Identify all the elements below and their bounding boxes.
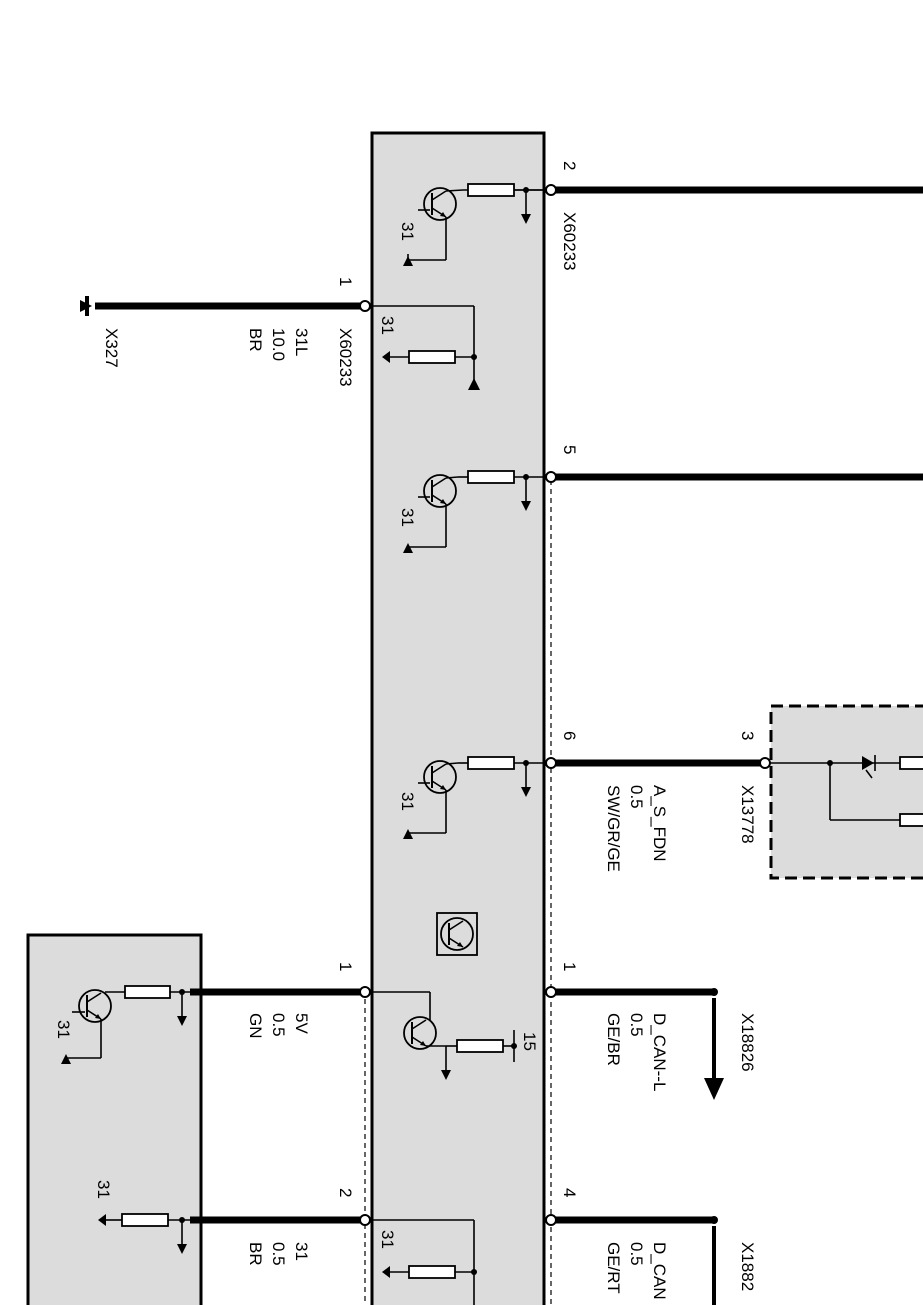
color-ge-br-label: GE/BR	[604, 1013, 623, 1066]
pin-6-label: 6	[560, 731, 579, 740]
cs-d-can-label: 0.5	[627, 1242, 646, 1266]
ground-label-31-d: 31	[398, 792, 417, 811]
connector-x1882-label: X1882	[738, 1242, 757, 1291]
x60233-label-left: X60233	[336, 328, 355, 387]
cross-section-10-label: 10.0	[269, 328, 288, 361]
pin-5-label: 5	[560, 445, 579, 454]
transistor-symbol-icon	[436, 912, 478, 956]
output-stage-pin2	[403, 183, 923, 266]
cs-5v-label: 0.5	[269, 1013, 288, 1037]
br-pin-1-label: 1	[560, 962, 579, 971]
pin-3-label: 3	[738, 731, 757, 740]
color-gn-label: GN	[246, 1013, 265, 1039]
wire-5v	[61, 985, 371, 1064]
br-pin-4-label: 4	[560, 1188, 579, 1197]
color-sw-gr-ge-label: SW/GR/GE	[604, 785, 623, 872]
ground-label-31-c: 31	[398, 508, 417, 527]
connector-x18826-label: X18826	[738, 1013, 757, 1072]
color-ge-rt-label: GE/RT	[604, 1242, 623, 1294]
ground-label-31-a: 31	[398, 222, 417, 241]
internal-supply-stage	[370, 991, 517, 1081]
signal-d-can-label: D_CAN	[650, 1242, 669, 1300]
color-br-bottom-label: BR	[246, 1242, 265, 1266]
ground-label-31-f: 31	[94, 1180, 113, 1199]
right-dashed-module	[769, 704, 923, 880]
ground-label-31-g: 31	[378, 1230, 397, 1249]
ground-label-31-e: 31	[54, 1020, 73, 1039]
ground-x327-label: X327	[102, 328, 121, 368]
signal-31-label: 31	[292, 1242, 311, 1261]
pin-2-connector-label: X60233	[560, 212, 579, 271]
signal-31l-label: 31L	[292, 328, 311, 356]
pin-1-label-left: 1	[336, 277, 355, 286]
led-icon	[862, 756, 874, 770]
signal-a-s-fdn-label: A_S_FDN	[650, 785, 669, 862]
signal-d-can-l-label: D_CAN--L	[650, 1013, 669, 1091]
supply-15-label: 15	[520, 1032, 539, 1051]
cross-section-pin6-label: 0.5	[627, 785, 646, 809]
output-stage-pin5	[403, 470, 923, 553]
connector-x13778-label: X13778	[738, 785, 757, 844]
cs-d-can-l-label: 0.5	[627, 1013, 646, 1037]
wire-d-can-l	[545, 986, 724, 1100]
signal-5v-label: 5V	[292, 1013, 311, 1034]
wire-d-can-h	[545, 1214, 718, 1305]
main-control-module	[370, 131, 546, 1305]
wire-31-br	[98, 1213, 477, 1305]
led-circuit	[770, 755, 923, 827]
bl-pin-1-label: 1	[336, 962, 355, 971]
ground-wire-31l	[80, 296, 480, 390]
left-sensor-module	[26, 933, 203, 1305]
bl-pin-2-label: 2	[336, 1188, 355, 1197]
pin-2-label: 2	[560, 161, 579, 170]
ground-label-31-b: 31	[378, 316, 397, 335]
cs-31-label: 0.5	[269, 1242, 288, 1266]
color-br-label: BR	[246, 328, 265, 352]
